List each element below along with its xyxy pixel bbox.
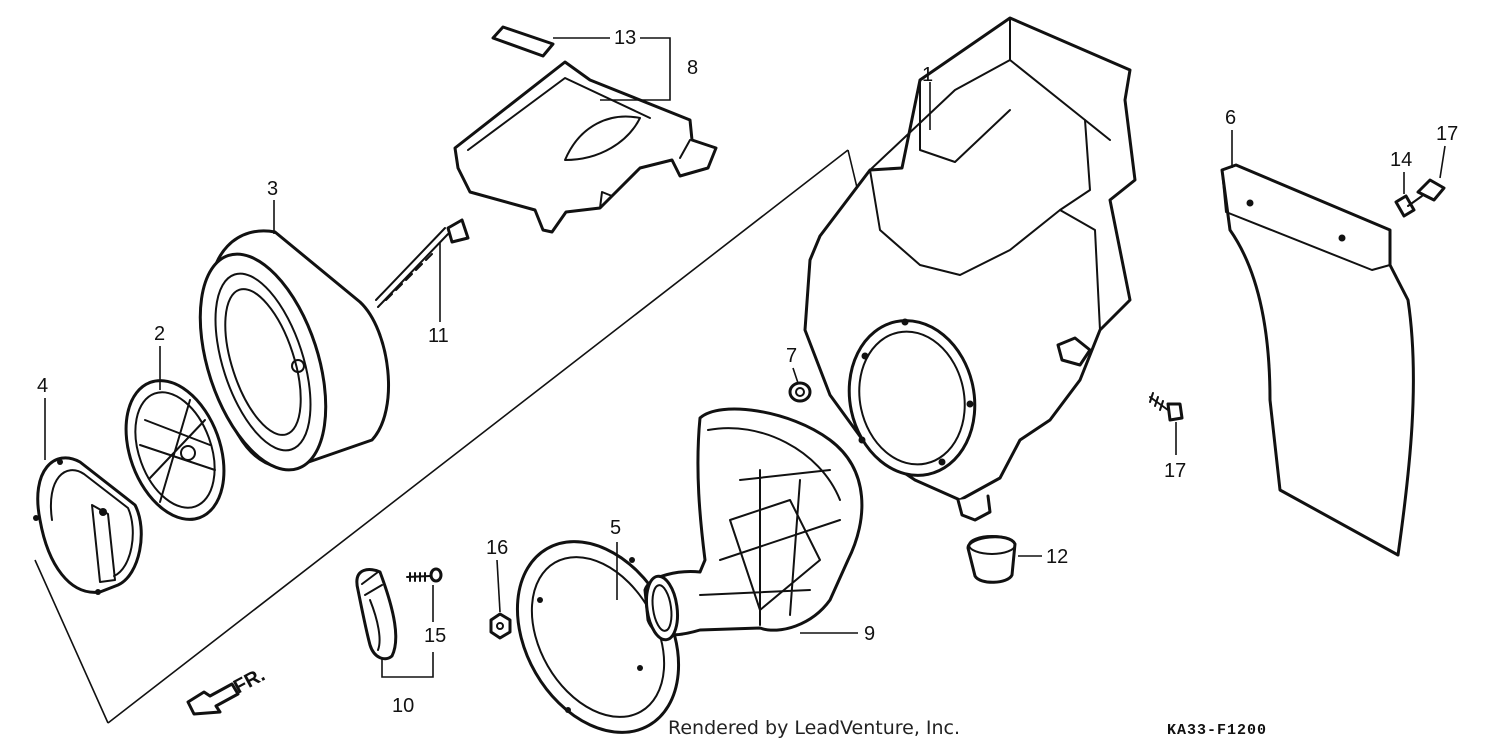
callout-6: 6 — [1225, 107, 1236, 129]
assembly-line-main — [107, 149, 849, 724]
front-direction-marker: FR. — [186, 664, 269, 716]
part-7-nut[interactable] — [788, 367, 812, 403]
part-17-bolt-lower[interactable] — [1149, 392, 1184, 455]
part-9-connecting-tube[interactable] — [643, 407, 864, 642]
callout-7: 7 — [786, 345, 797, 367]
part-17-bolt-upper[interactable] — [1407, 145, 1446, 207]
callout-11: 11 — [428, 325, 449, 347]
callout-1: 1 — [922, 64, 933, 86]
callout-17-lower: 17 — [1164, 460, 1186, 482]
part-11-long-bolt[interactable] — [375, 218, 470, 322]
leader-10-15 — [381, 652, 434, 678]
callout-12: 12 — [1046, 546, 1068, 568]
callout-5: 5 — [610, 517, 621, 539]
callout-14: 14 — [1390, 149, 1412, 171]
callout-13: 13 — [614, 27, 636, 49]
callout-16: 16 — [486, 537, 508, 559]
part-8-air-cleaner-cover[interactable] — [453, 60, 718, 234]
callout-9: 9 — [864, 623, 875, 645]
part-12-drain-plug[interactable] — [966, 535, 1042, 584]
part-15-screw[interactable] — [406, 567, 443, 622]
callout-15: 15 — [424, 625, 446, 647]
part-2-element-holder[interactable] — [108, 346, 242, 533]
part-13-label-sticker[interactable] — [491, 25, 610, 58]
part-1-air-cleaner-case[interactable] — [803, 16, 1137, 522]
callout-10: 10 — [392, 695, 414, 717]
part-10-clamp-band[interactable] — [355, 568, 398, 661]
callout-3: 3 — [267, 178, 278, 200]
part-6-side-cover[interactable] — [1220, 130, 1415, 557]
diagram-code: KA33-F1200 — [1167, 722, 1268, 739]
callout-4: 4 — [37, 375, 48, 397]
front-arrow-icon — [186, 682, 240, 716]
part-4-back-plate[interactable] — [33, 398, 143, 595]
part-3-filter-element[interactable] — [176, 200, 390, 486]
part-14-collar[interactable] — [1394, 172, 1416, 218]
part-16-nut[interactable] — [489, 559, 512, 640]
callout-8: 8 — [687, 57, 698, 79]
render-credit: Rendered by LeadVenture, Inc. — [668, 717, 961, 739]
callout-17-upper: 17 — [1436, 123, 1458, 145]
callout-2: 2 — [154, 323, 165, 345]
leader-8-13 — [600, 37, 671, 101]
assembly-line-left — [34, 559, 109, 724]
